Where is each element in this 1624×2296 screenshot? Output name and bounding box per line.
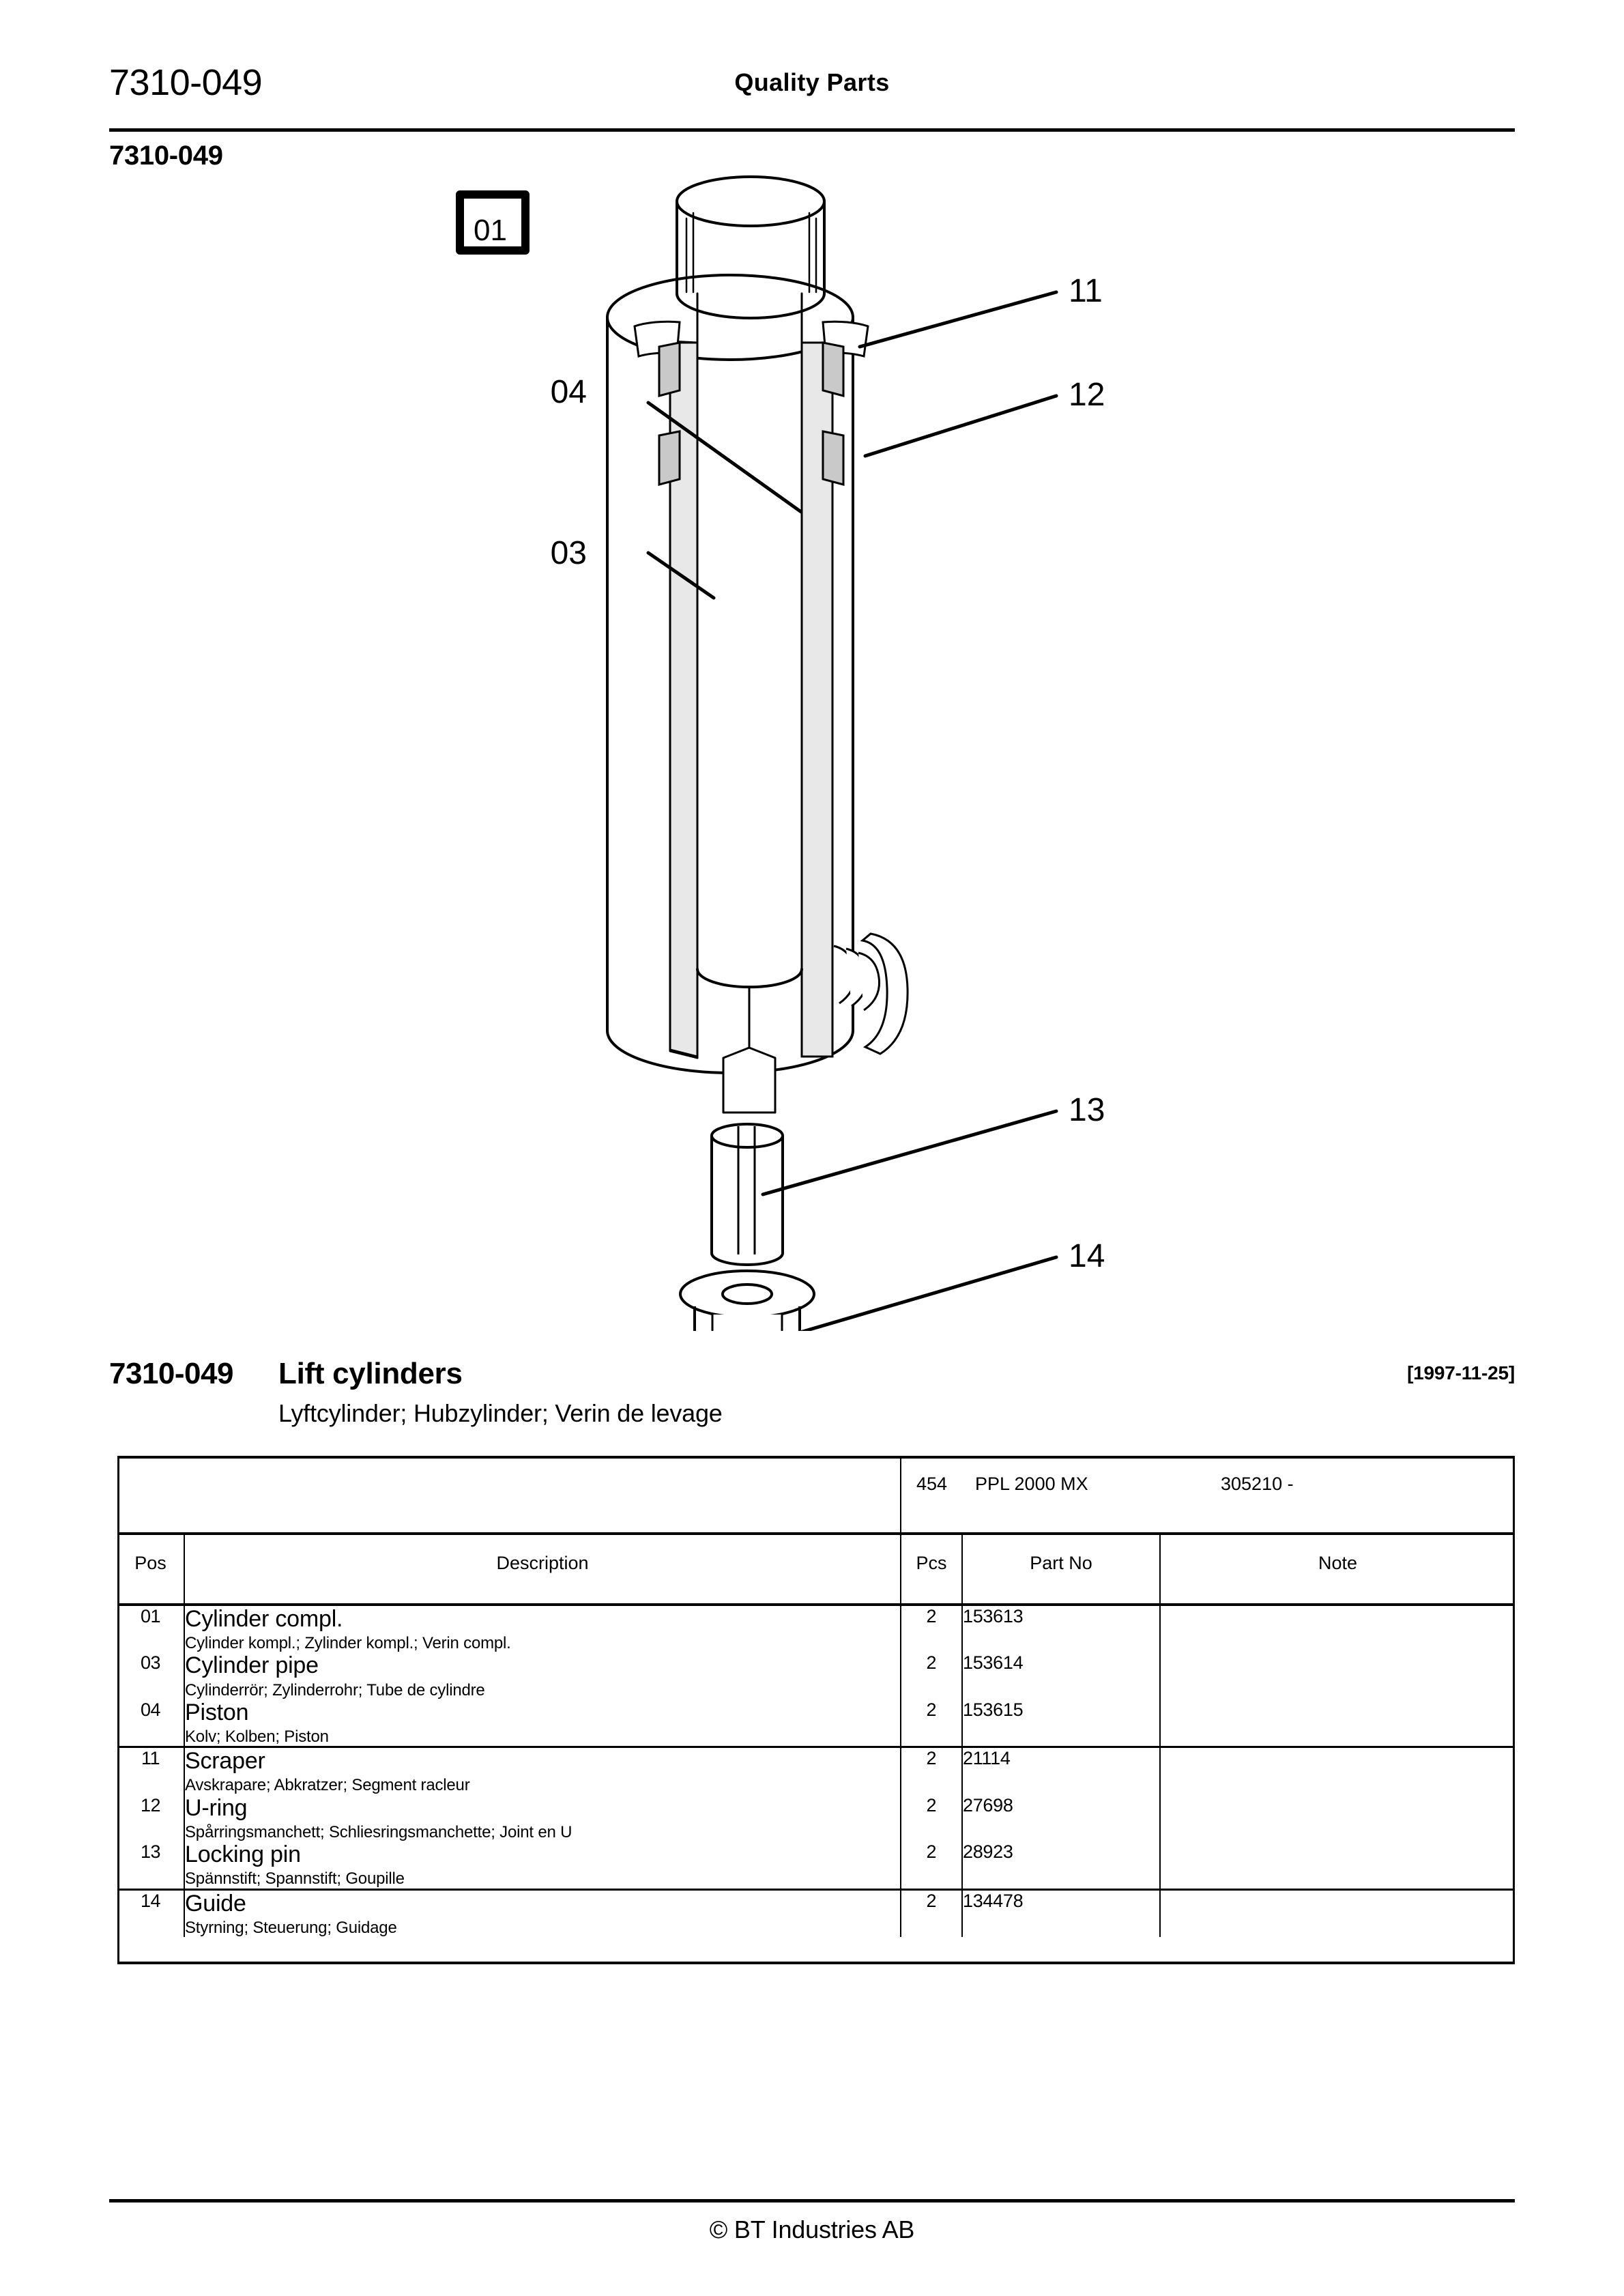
part-title-languages: Lyftcylinder; Hubzylinder; Verin de leva… [278, 1399, 723, 1427]
callout-label-03: 03 [551, 535, 587, 571]
callout-label-14: 14 [1069, 1238, 1105, 1274]
row-part-no: 27698 [961, 1794, 1160, 1842]
section-code: 7310-049 [109, 141, 223, 171]
row-pcs: 2 [900, 1699, 962, 1749]
part-title-name: Lift cylinders [278, 1357, 463, 1390]
column-header-pcs: Pcs [900, 1534, 962, 1606]
row-pos: 04 [117, 1699, 184, 1749]
row-description-langs: Spårringsmanchett; Schliesringsmanchette… [185, 1822, 572, 1841]
table-row[interactable]: 03 Cylinder pipe Cylinderrör; Zylinderro… [117, 1652, 1516, 1699]
row-part-no: 153613 [961, 1605, 1160, 1653]
row-description: Cylinder pipe Cylinderrör; Zylinderrohr;… [184, 1652, 901, 1699]
callout-label-12: 12 [1069, 377, 1105, 413]
row-description-langs: Spännstift; Spannstift; Goupille [185, 1869, 405, 1889]
row-part-no: 134478 [961, 1889, 1160, 1938]
row-note [1159, 1841, 1516, 1891]
row-pcs: 2 [900, 1605, 962, 1653]
row-description-langs: Styrning; Steuerung; Guidage [185, 1918, 397, 1937]
row-description-main: Cylinder compl. [185, 1606, 343, 1632]
row-note [1159, 1605, 1516, 1653]
row-description-langs: Avskrapare; Abkratzer; Segment racleur [185, 1776, 470, 1795]
exploded-parts-diagram: 11 12 04 03 13 14 01 [109, 171, 1515, 1331]
row-part-no: 153615 [961, 1699, 1160, 1749]
model-serial-range: 305210 - [1221, 1474, 1294, 1494]
row-description-main: Locking pin [185, 1841, 301, 1868]
row-pcs: 2 [900, 1841, 962, 1891]
table-row[interactable]: 13 Locking pin Spännstift; Spannstift; G… [117, 1841, 1516, 1891]
row-description: Scraper Avskrapare; Abkratzer; Segment r… [184, 1747, 901, 1795]
row-description-main: Scraper [185, 1748, 265, 1775]
row-pcs: 2 [900, 1747, 962, 1795]
row-part-no: 28923 [961, 1841, 1160, 1891]
row-note [1159, 1889, 1516, 1938]
row-description-main: U-ring [185, 1794, 248, 1821]
row-part-no: 153614 [961, 1652, 1160, 1699]
callout-label-13: 13 [1069, 1092, 1105, 1128]
footer-copyright: © BT Industries AB [709, 2215, 915, 2243]
column-header-note: Note [1159, 1534, 1516, 1606]
row-note [1159, 1794, 1516, 1842]
row-description: Piston Kolv; Kolben; Piston [184, 1699, 901, 1749]
model-info-cell: 454 PPL 2000 MX 305210 - [899, 1456, 1516, 1535]
leader-line-03 [646, 551, 716, 600]
header-page-code: 7310-049 [109, 62, 263, 103]
leader-line-11 [858, 290, 1058, 349]
part-title-code: 7310-049 [109, 1357, 233, 1390]
row-pos: 11 [141, 1748, 160, 1769]
column-header-row: Pos Description Pcs Part No Note [117, 1534, 1516, 1606]
parts-table: 454 PPL 2000 MX 305210 - Pos Description P… [117, 1456, 1516, 1938]
header-divider [109, 128, 1515, 132]
row-description: Guide Styrning; Steuerung; Guidage [184, 1889, 901, 1938]
row-description: Cylinder compl. Cylinder kompl.; Zylinde… [184, 1605, 901, 1653]
leader-line-14 [798, 1255, 1058, 1331]
row-description-main: Piston [185, 1699, 249, 1725]
leader-line-13 [761, 1109, 1058, 1196]
assembly-index-box [456, 190, 530, 255]
row-description-langs: Kolv; Kolben; Piston [185, 1727, 329, 1747]
row-pos: 01 [140, 1606, 161, 1626]
page-header: 7310-049 Quality Parts [109, 61, 1515, 137]
row-pcs: 2 [900, 1794, 962, 1842]
row-pos: 12 [140, 1794, 161, 1816]
row-description: U-ring Spårringsmanchett; Schliesringsma… [184, 1794, 901, 1842]
footer-divider [109, 2199, 1515, 2202]
row-description-main: Guide [185, 1890, 246, 1917]
table-row[interactable]: 14 Guide Styrning; Steuerung; Guidage 2 … [117, 1889, 1516, 1938]
row-pcs: 2 [900, 1652, 962, 1699]
revision-date: [1997-11-25] [1407, 1362, 1515, 1383]
parts-table-body: 454 PPL 2000 MX 305210 - Pos Description P… [117, 1456, 1516, 1938]
row-note [1159, 1699, 1516, 1749]
row-description: Locking pin Spännstift; Spannstift; Goup… [184, 1841, 901, 1891]
leader-line-12 [863, 394, 1058, 458]
row-pos: 14 [140, 1890, 161, 1911]
column-header-description: Description [184, 1534, 901, 1606]
row-description-main: Cylinder pipe [185, 1652, 319, 1679]
row-pcs: 2 [900, 1889, 962, 1938]
row-part-no: 21114 [961, 1747, 1160, 1795]
leader-line-04 [646, 401, 803, 514]
table-row[interactable]: 04 Piston Kolv; Kolben; Piston 2 153615 [117, 1699, 1516, 1749]
header-title: Quality Parts [734, 68, 890, 96]
model-name: PPL 2000 MX [975, 1474, 1088, 1494]
row-note [1159, 1747, 1516, 1795]
row-description-langs: Cylinder kompl.; Zylinder kompl.; Verin … [185, 1634, 511, 1653]
table-row[interactable]: 01 Cylinder compl. Cylinder kompl.; Zyli… [117, 1605, 1516, 1653]
callout-label-11: 11 [1069, 273, 1103, 309]
row-pos: 03 [140, 1652, 161, 1674]
model-blank-cell [117, 1456, 901, 1535]
table-row[interactable]: 11 Scraper Avskrapare; Abkratzer; Segmen… [117, 1747, 1516, 1795]
assembly-index-label: 01 [474, 214, 507, 247]
row-pos: 13 [117, 1841, 184, 1891]
model-id: 454 [916, 1474, 948, 1494]
row-note [1159, 1652, 1516, 1699]
row-description-langs: Cylinderrör; Zylinderrohr; Tube de cylin… [185, 1680, 485, 1699]
part-title-block: 7310-049 Lift cylinders Lyftcylinder; Hu… [109, 1357, 1515, 1446]
table-row[interactable]: 12 U-ring Spårringsmanchett; Schliesring… [117, 1794, 1516, 1842]
column-header-part-no: Part No [961, 1534, 1160, 1606]
callout-label-04: 04 [551, 374, 587, 410]
model-header-row: 454 PPL 2000 MX 305210 - [117, 1456, 1516, 1535]
column-header-pos: Pos [117, 1534, 184, 1606]
